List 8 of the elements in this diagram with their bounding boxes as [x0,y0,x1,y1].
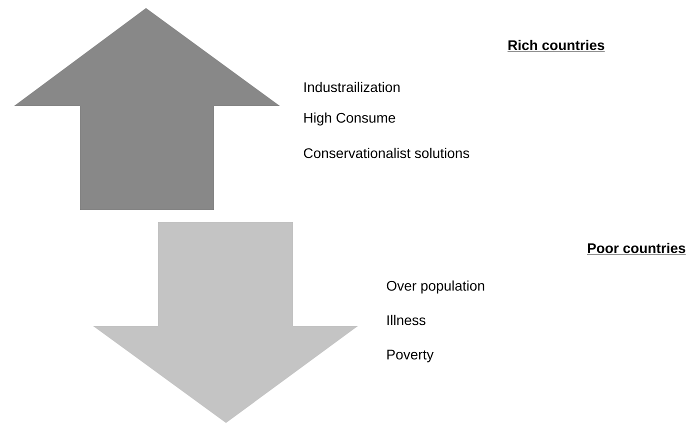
list-item: High Consume [304,112,396,126]
list-item: Illness [388,314,426,326]
list-item: Poverty [387,350,434,362]
list-item: Industrailization [304,82,400,92]
heading: Poor countries [586,242,686,255]
heading: Rich countries [507,40,605,52]
list-item: Over population [386,280,484,294]
list-item: Conservationalist solutions [304,148,470,158]
